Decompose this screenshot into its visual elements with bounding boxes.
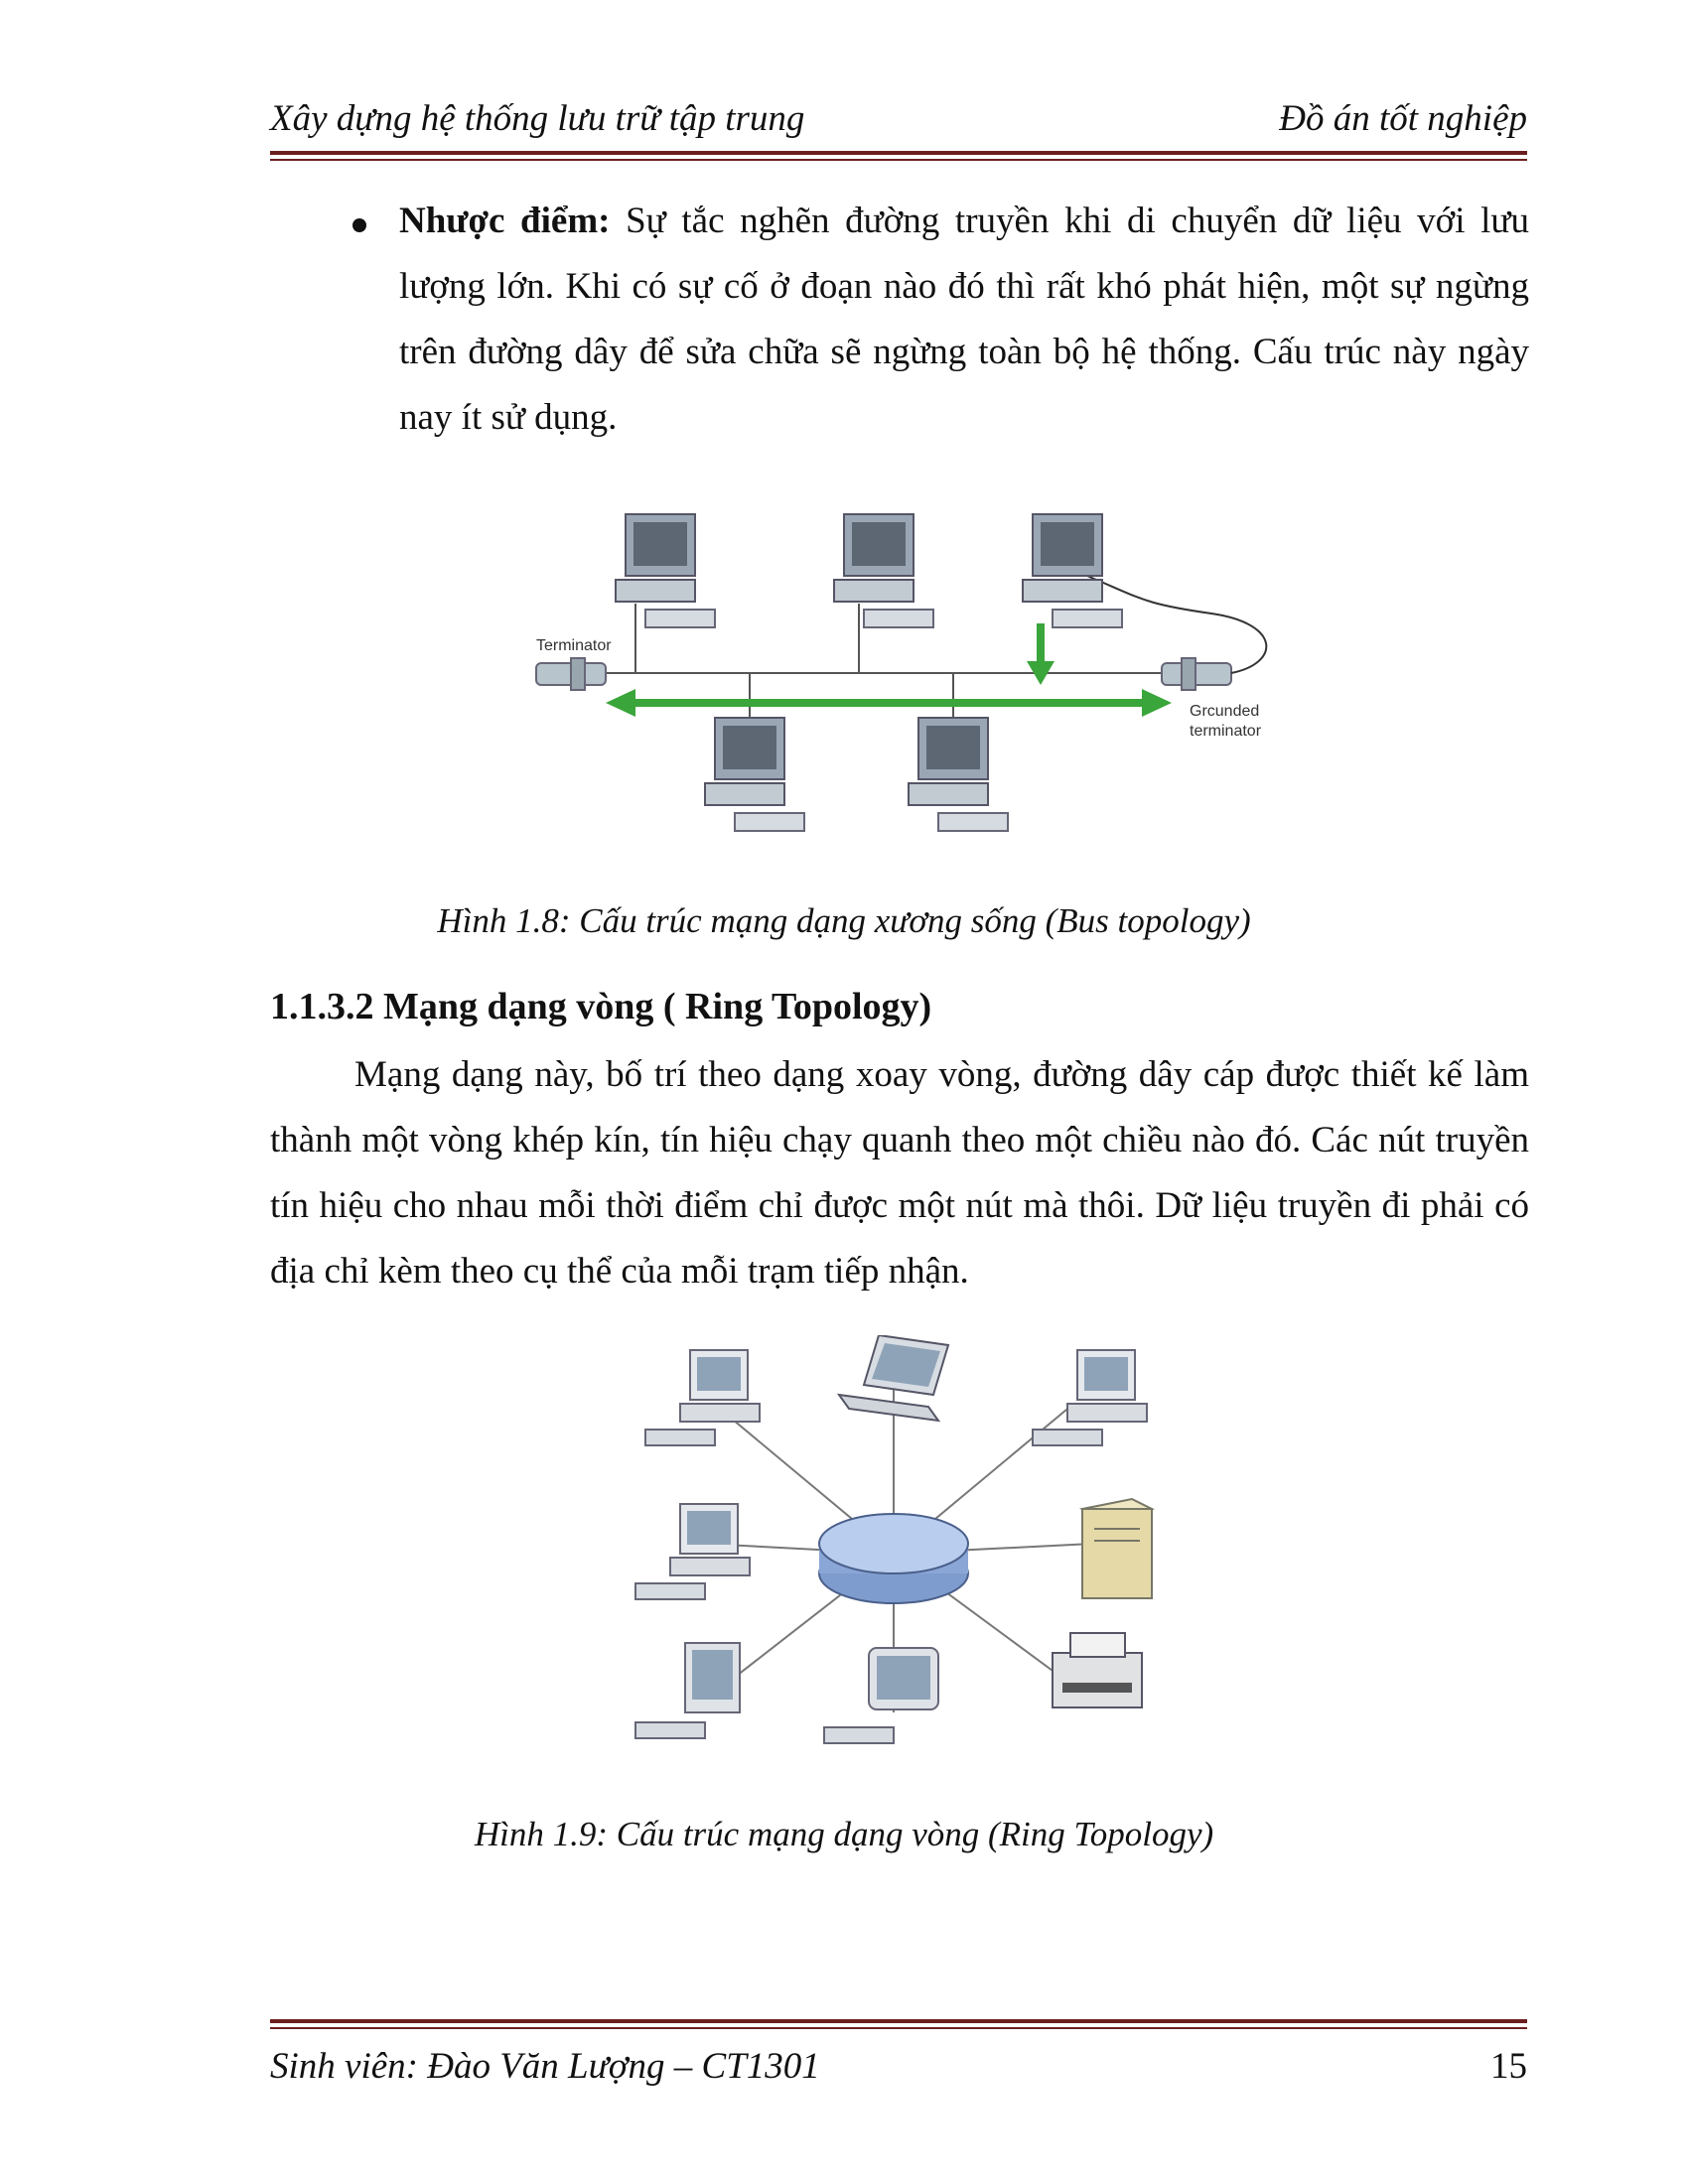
computer-icon <box>908 717 1009 832</box>
header-doc-type: Đồ án tốt nghiệp <box>1279 98 1527 139</box>
monitor-icon <box>634 1642 741 1739</box>
printer-icon <box>1052 1632 1143 1708</box>
page-number: 15 <box>1490 2046 1527 2087</box>
header-title: Xây dựng hệ thống lưu trữ tập trung <box>270 98 805 139</box>
grounded-terminator-icon <box>1081 573 1268 691</box>
section-heading: 1.1.3.2 Mạng dạng vòng ( Ring Topology) <box>270 986 932 1027</box>
grounded-label-2: terminator <box>1190 723 1262 740</box>
computer-icon <box>615 513 716 628</box>
bullet-label: Nhược điểm: <box>399 201 611 241</box>
terminator-icon <box>535 657 607 691</box>
bullet-disadvantage: Nhược điểm: Sự tắc nghẽn đường truyền kh… <box>399 189 1529 451</box>
monitor-icon <box>823 1647 939 1744</box>
figure-1-8-caption: Hình 1.8: Cấu trúc mạng dạng xương sống … <box>437 901 1251 940</box>
footer-rule-thin <box>270 2027 1527 2029</box>
figure-1-9-caption: Hình 1.9: Cấu trúc mạng dạng vòng (Ring … <box>474 1815 1214 1853</box>
computer-icon <box>1022 513 1123 628</box>
bus-topology-figure: Terminator Grcunded terminator <box>535 513 1268 832</box>
laptop-icon <box>836 1335 950 1423</box>
section-paragraph: Mạng dạng này, bố trí theo dạng xoay vòn… <box>270 1054 1529 1292</box>
footer-rule <box>270 2019 1527 2023</box>
desktop-computer-icon <box>1032 1349 1148 1446</box>
ring-topology-figure <box>634 1335 1156 1744</box>
header-rule-thin <box>270 159 1527 161</box>
page-header: Xây dựng hệ thống lưu trữ tập trung Đồ á… <box>270 97 1527 145</box>
computer-icon <box>833 513 934 628</box>
desktop-computer-icon <box>644 1349 761 1446</box>
grounded-label-1: Grcunded <box>1190 703 1259 720</box>
hub-icon <box>818 1513 969 1604</box>
server-icon <box>1078 1497 1156 1599</box>
footer-student: Sinh viên: Đào Văn Lượng – CT1301 <box>270 2046 820 2087</box>
data-flow-arrow <box>606 623 1172 717</box>
bullet-icon <box>352 218 366 232</box>
desktop-computer-icon <box>634 1503 751 1600</box>
bullet-text: Sự tắc nghẽn đường truyền khi di chuyển … <box>399 201 1529 438</box>
header-rule <box>270 151 1527 155</box>
computer-icon <box>704 717 805 832</box>
terminator-label: Terminator <box>536 637 612 654</box>
